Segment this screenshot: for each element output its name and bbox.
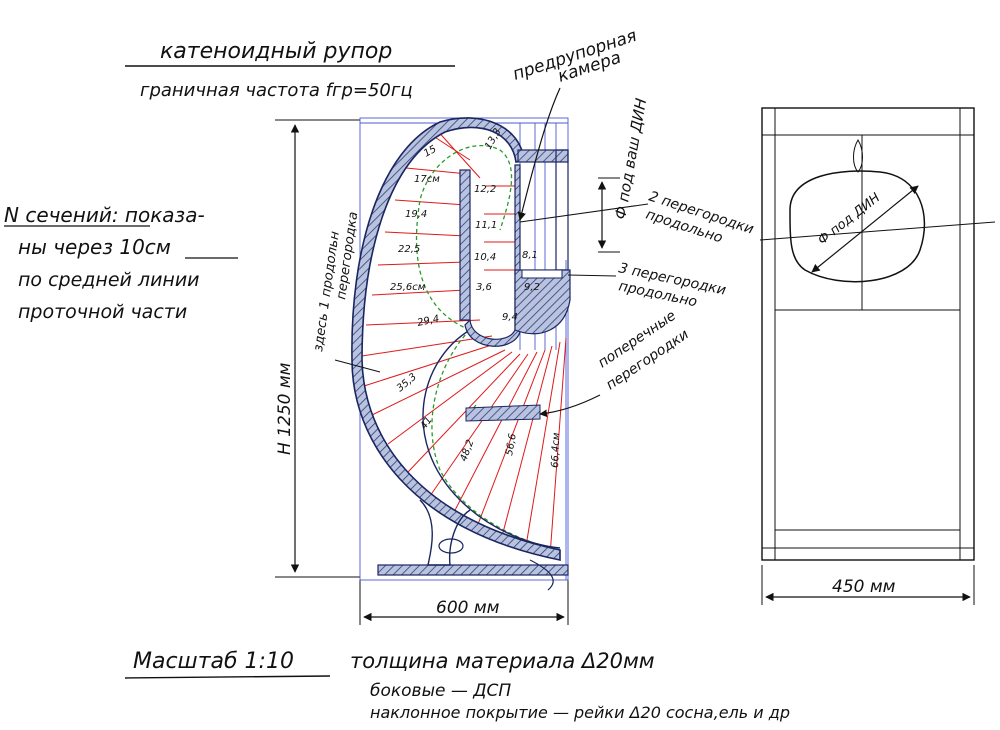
central-partition bbox=[459, 169, 471, 321]
thickness-label: толщина материала Δ20мм bbox=[350, 649, 655, 673]
horn-outer-wall bbox=[351, 117, 561, 561]
width-label: 600 мм bbox=[436, 598, 500, 618]
section-label-4: 12,2 bbox=[474, 184, 496, 195]
section-label-11: 3,6 bbox=[476, 282, 492, 293]
sides-label: боковые — ДСП bbox=[370, 681, 511, 701]
section-label-14: 9,4 bbox=[502, 312, 518, 323]
scale-label: Масштаб 1:10 bbox=[133, 649, 294, 674]
driver-hole-label: Ф под ваш ДИН bbox=[611, 97, 650, 221]
section-label-13: 29,4 bbox=[416, 314, 440, 329]
section-label-10: 25,6см bbox=[390, 282, 426, 293]
section-label-9: 8,1 bbox=[522, 250, 538, 261]
callouts: предрупорная камера 2 перегородки продол… bbox=[510, 26, 756, 418]
front-width-label: 450 мм bbox=[832, 577, 896, 597]
front-view: Ф под ДИН 450 мм bbox=[759, 107, 996, 605]
title: катеноидный рупор bbox=[160, 39, 392, 64]
section-label-7: 22,5 bbox=[398, 244, 420, 255]
pre-chamber-top bbox=[517, 149, 569, 163]
sections-note: N сечений: показа- ны через 10см по сред… bbox=[4, 203, 238, 323]
section-label-8: 10,4 bbox=[474, 252, 496, 263]
front-hole-label: Ф под ДИН bbox=[815, 190, 883, 248]
inner-label: наклонное покрытие — рейки Δ20 сосна,ель… bbox=[370, 703, 790, 722]
section-label-6: 11,1 bbox=[475, 220, 497, 231]
front-outline bbox=[761, 107, 975, 561]
section-label-2: 13,3 bbox=[483, 127, 504, 152]
section-label-12: 9,2 bbox=[524, 282, 540, 293]
subtitle: граничная частота fгр=50гц bbox=[140, 80, 413, 101]
side-view: H 1250 мм 600 мм bbox=[275, 97, 650, 625]
driver-hole-front bbox=[789, 170, 926, 283]
height-label: H 1250 мм bbox=[275, 362, 295, 455]
inner-u-wall bbox=[464, 164, 521, 347]
base-plate bbox=[377, 564, 569, 576]
section-label-5: 19,4 bbox=[405, 209, 427, 220]
sections-note-line2: ны через 10см bbox=[18, 235, 171, 259]
section-label-18: 56,6 bbox=[504, 433, 519, 457]
sections-note-line4: проточной части bbox=[18, 301, 187, 323]
sections-note-line3: по средней линии bbox=[18, 269, 200, 291]
footer: Масштаб 1:10 толщина материала Δ20мм бок… bbox=[124, 649, 790, 722]
section-label-19: 66,4см bbox=[550, 432, 562, 468]
sections-note-line1: N сечений: показа- bbox=[4, 203, 205, 227]
section-label-3: 17см bbox=[414, 174, 440, 185]
red-sections bbox=[361, 127, 567, 557]
section-label-17: 48,2 bbox=[458, 438, 476, 463]
chamber-bottom bbox=[514, 269, 571, 335]
midline-dashed bbox=[415, 145, 513, 331]
